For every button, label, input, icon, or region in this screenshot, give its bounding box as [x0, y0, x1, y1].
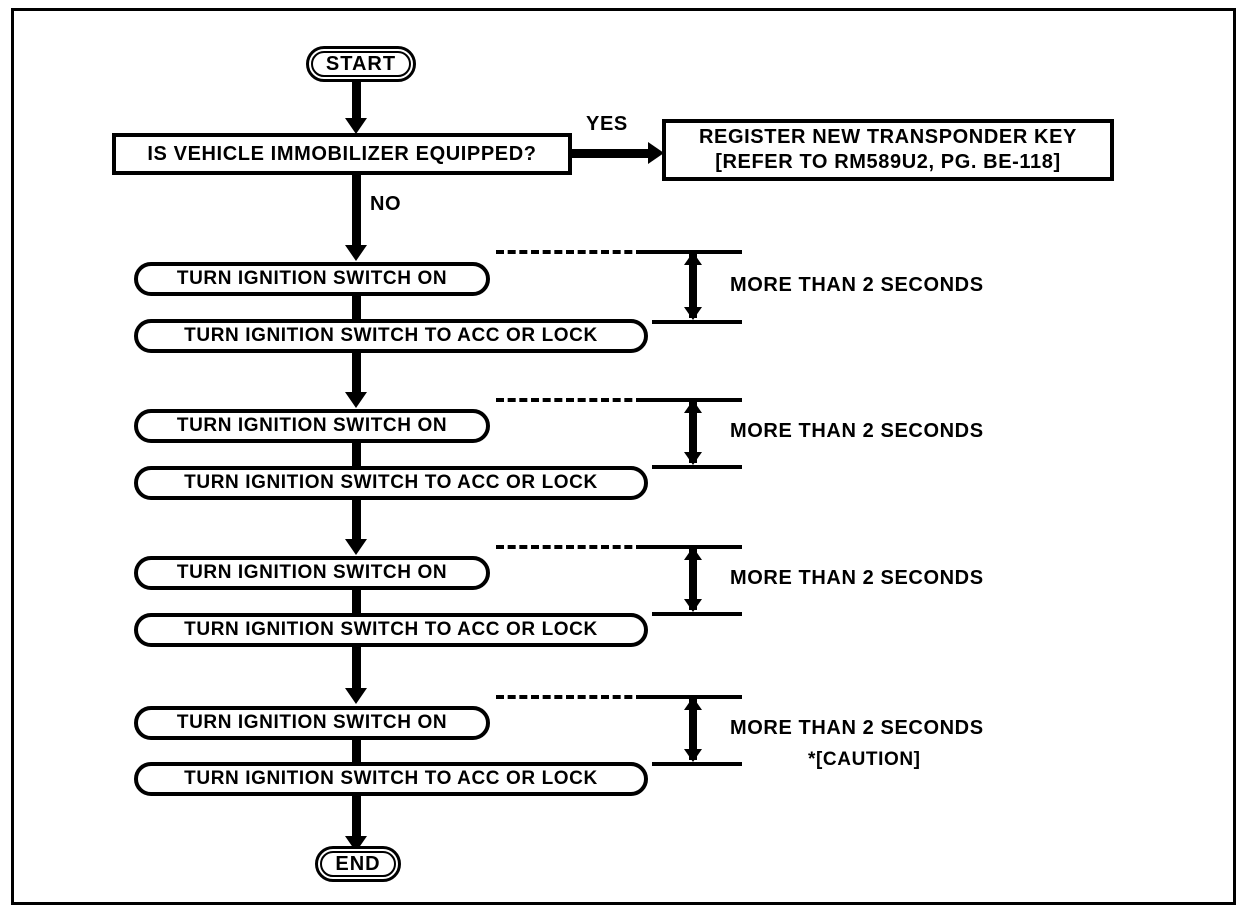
connector-group-4-to-end [352, 796, 361, 840]
node-start-label: START [325, 52, 397, 75]
timing-arrowhead-down-2 [684, 452, 702, 465]
timing-arrow-3 [689, 549, 697, 610]
branch-label-no: NO [370, 193, 402, 215]
page-border [11, 8, 1236, 905]
timing-label-3: MORE THAN 2 SECONDS [730, 567, 984, 589]
connector-no [352, 175, 361, 251]
node-ignition-on-3-label: TURN IGNITION SWITCH ON [176, 562, 448, 584]
connector-yes [572, 149, 650, 158]
node-register-transponder-key: REGISTER NEW TRANSPONDER KEY [REFER TO R… [662, 119, 1114, 181]
connector-on-to-off-3 [352, 590, 361, 614]
timing-arrowhead-up-2 [684, 400, 702, 413]
timing-leader-bottom-4 [652, 762, 742, 766]
node-end-inner: END [320, 851, 396, 877]
node-start-inner: START [311, 51, 411, 77]
node-ignition-off-1-label: TURN IGNITION SWITCH TO ACC OR LOCK [184, 325, 598, 347]
timing-leader-bottom-2 [652, 465, 742, 469]
node-ignition-on-3: TURN IGNITION SWITCH ON [134, 556, 490, 590]
timing-arrow-4 [689, 699, 697, 760]
node-ignition-on-1-label: TURN IGNITION SWITCH ON [176, 268, 448, 290]
timing-arrowhead-down-3 [684, 599, 702, 612]
connector-start-to-decision [352, 82, 361, 124]
node-ignition-off-2: TURN IGNITION SWITCH TO ACC OR LOCK [134, 466, 648, 500]
timing-leader-top-4 [496, 695, 644, 699]
node-end-label: END [335, 852, 381, 875]
node-register-line1: REGISTER NEW TRANSPONDER KEY [699, 126, 1077, 148]
arrow-group-3-to-4 [345, 688, 367, 704]
timing-caution-note-4: *[CAUTION] [808, 749, 921, 770]
timing-leader-top-1 [496, 250, 644, 254]
connector-on-to-off-4 [352, 740, 361, 764]
timing-arrow-2 [689, 402, 697, 463]
arrow-start-to-decision [345, 118, 367, 134]
node-ignition-off-4-label: TURN IGNITION SWITCH TO ACC OR LOCK [184, 768, 598, 790]
connector-group-3-to-4 [352, 647, 361, 691]
node-ignition-on-4: TURN IGNITION SWITCH ON [134, 706, 490, 740]
node-ignition-on-4-label: TURN IGNITION SWITCH ON [176, 712, 448, 734]
timing-arrow-1 [689, 254, 697, 318]
timing-arrowhead-up-1 [684, 252, 702, 265]
timing-arrowhead-down-4 [684, 749, 702, 762]
connector-on-to-off-2 [352, 443, 361, 467]
node-register-line2: [REFER TO RM589U2, PG. BE-118] [715, 151, 1061, 173]
node-immobilizer-question: IS VEHICLE IMMOBILIZER EQUIPPED? [112, 133, 572, 175]
node-ignition-on-2-label: TURN IGNITION SWITCH ON [176, 415, 448, 437]
timing-label-1: MORE THAN 2 SECONDS [730, 274, 984, 296]
timing-leader-bottom-3 [652, 612, 742, 616]
timing-leader-top-2 [496, 398, 644, 402]
timing-arrowhead-up-4 [684, 697, 702, 710]
timing-arrowhead-up-3 [684, 547, 702, 560]
node-immobilizer-question-label: IS VEHICLE IMMOBILIZER EQUIPPED? [147, 142, 537, 165]
connector-group-2-to-3 [352, 500, 361, 544]
arrow-group-1-to-2 [345, 392, 367, 408]
arrow-no [345, 245, 367, 261]
arrow-yes [648, 142, 664, 164]
node-ignition-on-1: TURN IGNITION SWITCH ON [134, 262, 490, 296]
node-ignition-off-2-label: TURN IGNITION SWITCH TO ACC OR LOCK [184, 472, 598, 494]
timing-label-2: MORE THAN 2 SECONDS [730, 420, 984, 442]
node-ignition-off-3: TURN IGNITION SWITCH TO ACC OR LOCK [134, 613, 648, 647]
node-ignition-off-1: TURN IGNITION SWITCH TO ACC OR LOCK [134, 319, 648, 353]
timing-arrowhead-down-1 [684, 307, 702, 320]
node-end: END [315, 846, 401, 882]
timing-leader-top-3 [496, 545, 644, 549]
branch-label-yes: YES [586, 113, 628, 135]
node-start: START [306, 46, 416, 82]
connector-group-1-to-2 [352, 353, 361, 397]
timing-leader-bottom-1 [652, 320, 742, 324]
node-ignition-off-4: TURN IGNITION SWITCH TO ACC OR LOCK [134, 762, 648, 796]
arrow-group-2-to-3 [345, 539, 367, 555]
connector-on-to-off-1 [352, 296, 361, 320]
node-ignition-off-3-label: TURN IGNITION SWITCH TO ACC OR LOCK [184, 619, 598, 641]
timing-label-4: MORE THAN 2 SECONDS [730, 717, 984, 739]
node-ignition-on-2: TURN IGNITION SWITCH ON [134, 409, 490, 443]
